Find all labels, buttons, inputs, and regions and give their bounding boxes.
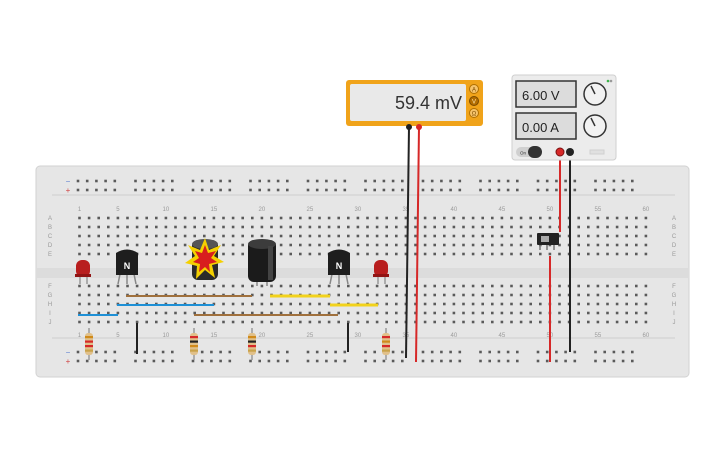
capacitor[interactable] <box>248 239 276 286</box>
column-number: 55 <box>595 333 602 339</box>
rail-plus-sign: + <box>66 186 71 195</box>
transistor-left[interactable]: N <box>116 249 138 285</box>
multimeter[interactable]: 59.4 mV A V Ω <box>346 80 483 130</box>
row-letter: E <box>672 252 676 258</box>
multimeter-reading: 59.4 mV <box>395 93 462 113</box>
row-letter: H <box>672 302 676 308</box>
column-number: 60 <box>643 207 650 213</box>
column-number: 10 <box>163 207 170 213</box>
row-letter: F <box>48 284 52 290</box>
svg-text:On: On <box>520 151 527 156</box>
rail-minus-sign: − <box>66 177 71 186</box>
led-left[interactable] <box>75 260 91 284</box>
mode-button-v <box>469 96 479 106</box>
row-letter: J <box>673 320 676 326</box>
resistor-4[interactable] <box>382 328 390 360</box>
power-supply[interactable]: 6.00 V 0.00 A On <box>511 74 617 161</box>
transistor-label: N <box>124 261 131 271</box>
column-number: 1 <box>78 207 82 213</box>
capacitor-exploded[interactable] <box>185 238 224 280</box>
row-letter: B <box>48 225 52 231</box>
resistor-2[interactable] <box>190 328 198 360</box>
row-letter: C <box>672 234 677 240</box>
column-number: 60 <box>643 333 650 339</box>
svg-text:V: V <box>472 100 476 106</box>
column-number: 15 <box>211 333 218 339</box>
row-letter: D <box>48 243 53 249</box>
row-letter: B <box>672 225 676 231</box>
row-letter: I <box>673 311 675 317</box>
voltage-display: 6.00 V <box>522 88 560 103</box>
column-number: 20 <box>259 333 266 339</box>
column-number: 50 <box>547 207 554 213</box>
row-letter: I <box>49 311 51 317</box>
mode-button-a <box>469 84 479 94</box>
column-number: 25 <box>307 207 314 213</box>
column-number: 5 <box>116 207 120 213</box>
probe-terminal-red <box>416 124 422 130</box>
led-right[interactable] <box>373 260 389 284</box>
row-letter: E <box>48 252 52 258</box>
column-number: 15 <box>211 207 218 213</box>
probe-terminal-black <box>406 124 412 130</box>
resistor-3[interactable] <box>248 328 256 360</box>
column-number: 5 <box>116 333 120 339</box>
row-letter: G <box>672 293 677 299</box>
column-number: 30 <box>355 207 362 213</box>
row-letter: A <box>672 216 676 222</box>
svg-text:A: A <box>472 88 476 94</box>
column-number: 45 <box>499 333 506 339</box>
column-number: 35 <box>403 207 410 213</box>
rail-plus-sign: + <box>66 357 71 366</box>
column-number: 55 <box>595 207 602 213</box>
svg-text:Ω: Ω <box>472 112 477 118</box>
slide-switch[interactable] <box>537 233 559 250</box>
row-letter: D <box>672 243 677 249</box>
wires[interactable] <box>78 126 571 363</box>
resistor-1[interactable] <box>85 328 93 360</box>
transistor-label: N <box>336 261 343 271</box>
row-letter: H <box>48 302 52 308</box>
column-number: 25 <box>307 333 314 339</box>
row-letter: J <box>49 320 52 326</box>
column-number: 20 <box>259 207 266 213</box>
row-letter: G <box>48 293 53 299</box>
transistor-right[interactable]: N <box>328 249 350 285</box>
mode-button-ohm <box>469 108 479 118</box>
column-number: 30 <box>355 333 362 339</box>
multimeter-mode-buttons[interactable]: A V Ω <box>469 84 479 118</box>
row-letter: C <box>48 234 53 240</box>
rail-minus-sign: − <box>66 348 71 357</box>
column-number: 1 <box>78 333 82 339</box>
current-display: 0.00 A <box>522 120 559 135</box>
column-number: 40 <box>451 333 458 339</box>
row-letter: A <box>48 216 52 222</box>
negative-terminal <box>566 148 574 156</box>
column-number: 40 <box>451 207 458 213</box>
column-number: 45 <box>499 207 506 213</box>
power-switch[interactable]: On <box>516 146 542 158</box>
positive-terminal <box>555 147 565 157</box>
wire-multimeter-black <box>405 126 410 359</box>
wire-multimeter-red <box>415 126 420 363</box>
row-letter: F <box>672 284 676 290</box>
column-number: 10 <box>163 333 170 339</box>
